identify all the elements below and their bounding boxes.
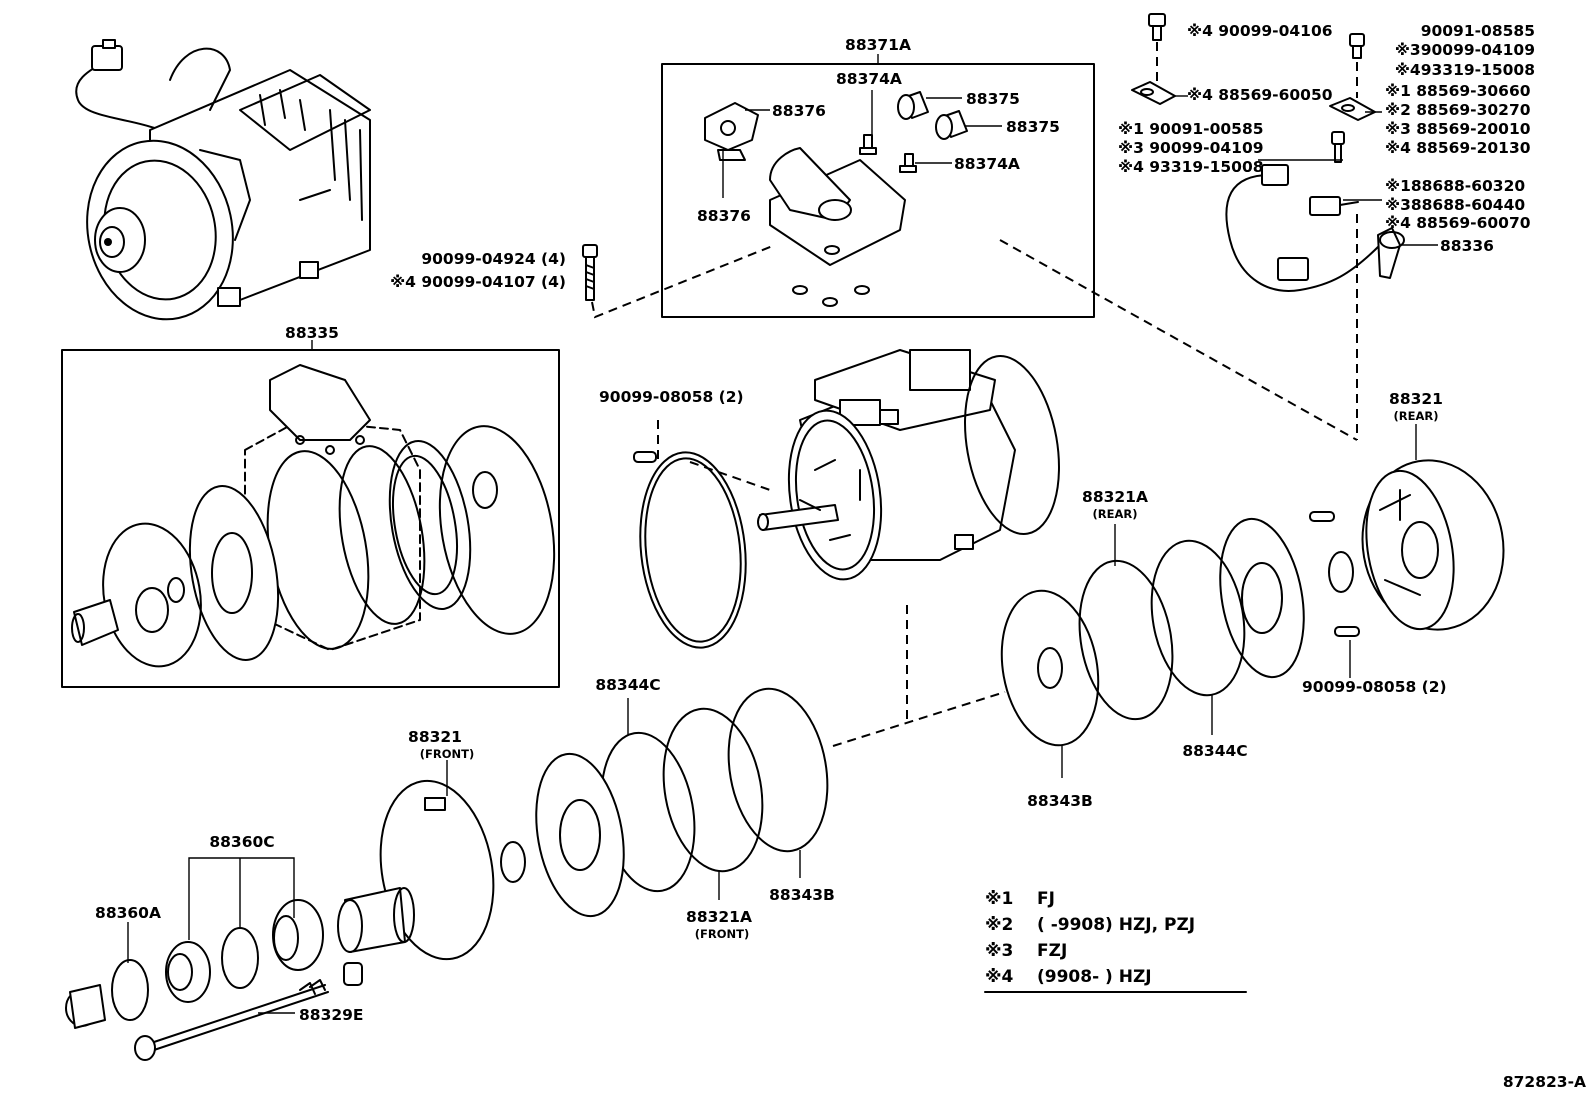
callout-item[interactable]: ※188688-60320 (1385, 177, 1525, 195)
callout-item[interactable]: ※4 88569-20130 (1385, 139, 1531, 157)
part-label-88321a-front[interactable]: 88321A (686, 908, 752, 926)
part-label-88336[interactable]: 88336 (1440, 237, 1494, 255)
rear-note-2: (REAR) (1093, 507, 1138, 521)
legend-text: FZJ (1037, 941, 1067, 961)
part-label-88375-upper[interactable]: 88375 (966, 90, 1020, 108)
callout-item[interactable]: ※390099-04109 (1395, 41, 1535, 59)
part-label-88344c-top[interactable]: 88344C (595, 676, 660, 694)
callout-item[interactable]: ※388688-60440 (1385, 196, 1525, 214)
callout-item[interactable]: ※4 88569-60050 (1187, 86, 1333, 104)
seal-kit-illustration (71, 364, 556, 668)
legend-mark: ※4 (985, 967, 1014, 987)
legend-mark: ※2 (985, 915, 1013, 935)
pin-callout-right[interactable]: 90099-08058 (2) (1302, 678, 1447, 696)
bolt-callout-s4[interactable]: ※4 90099-04107 (4) (390, 273, 566, 291)
callout-item[interactable]: ※3 90099-04109 (1118, 139, 1264, 157)
compressor-body-illustration (633, 349, 1060, 649)
callout-item[interactable]: ※3 88569-20010 (1385, 120, 1531, 138)
part-label-88329e[interactable]: 88329E (299, 1006, 364, 1024)
rear-note: (REAR) (1394, 409, 1439, 423)
front-note-2: (FRONT) (695, 927, 749, 941)
part-label-88371a[interactable]: 88371A (845, 36, 911, 54)
callout-item[interactable]: ※4 93319-15008 (1118, 158, 1264, 176)
callout-list: ※4 90099-04106 ※4 88569-60050 90091-0858… (1118, 22, 1535, 232)
part-label-88343b-right[interactable]: 88343B (1027, 792, 1093, 810)
part-label-88344c-right[interactable]: 88344C (1182, 742, 1247, 760)
part-label-88335[interactable]: 88335 (285, 324, 339, 342)
part-label-88374a-lower[interactable]: 88374A (954, 155, 1020, 173)
part-label-88321-rear[interactable]: 88321 (1389, 390, 1443, 408)
bolt-callout-standard[interactable]: 90099-04924 (4) (421, 250, 566, 268)
pin-callout-left[interactable]: 90099-08058 (2) (599, 388, 744, 406)
callout-item[interactable]: ※4 90099-04106 (1187, 22, 1333, 40)
legend-text: ( -9908) HZJ, PZJ (1037, 915, 1195, 935)
88335-kit-box (61, 349, 560, 688)
legend-text: (9908- ) HZJ (1037, 967, 1152, 987)
part-label-88376-upper[interactable]: 88376 (772, 102, 826, 120)
front-note: (FRONT) (420, 747, 474, 761)
legend-mark: ※3 (985, 941, 1013, 961)
callout-item[interactable]: ※1 90091-00585 (1118, 120, 1264, 138)
part-label-88360a[interactable]: 88360A (95, 904, 161, 922)
legend-mark: ※1 (985, 889, 1013, 909)
valve-housing-illustration (704, 91, 968, 307)
rear-cylinder-assembly-illustration (1000, 459, 1505, 747)
compressor-assembly-illustration (75, 39, 371, 321)
front-cylinder-assembly-illustration (65, 687, 829, 1061)
callout-item[interactable]: ※2 88569-30270 (1385, 101, 1531, 119)
callout-item[interactable]: ※493319-15008 (1395, 61, 1535, 79)
part-label-88321a-rear[interactable]: 88321A (1082, 488, 1148, 506)
callout-item[interactable]: ※1 88569-30660 (1385, 82, 1531, 100)
mounting-bolt-illustration (582, 244, 598, 301)
part-label-88375-lower[interactable]: 88375 (1006, 118, 1060, 136)
part-label-88321-front[interactable]: 88321 (408, 728, 462, 746)
part-label-88360c[interactable]: 88360C (209, 833, 274, 851)
callout-item[interactable]: ※4 88569-60070 (1385, 214, 1531, 232)
part-label-88343b-left[interactable]: 88343B (769, 886, 835, 904)
diagram-id: 872823-A (1503, 1073, 1586, 1091)
applicability-legend: ※1 FJ ※2 ( -9908) HZJ, PZJ ※3 FZJ ※4 (99… (984, 889, 1247, 993)
legend-text: FJ (1037, 889, 1055, 909)
part-label-88374a-upper[interactable]: 88374A (836, 70, 902, 88)
callout-item[interactable]: 90091-08585 (1421, 22, 1535, 40)
pressure-switch-parts-illustration (1131, 13, 1405, 440)
part-label-88376-lower[interactable]: 88376 (697, 207, 751, 225)
